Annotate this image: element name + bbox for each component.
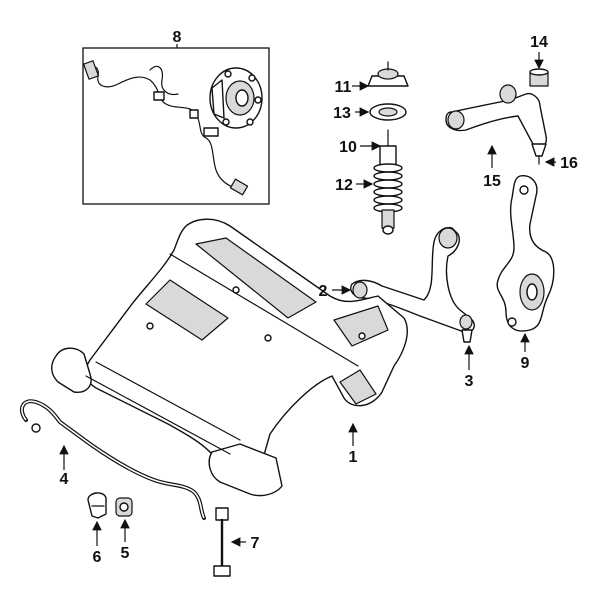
callout-1: 1 [349,449,358,466]
part-6-bracket [87,492,107,519]
hub-bore [235,89,249,107]
part-3-ball-joint [461,329,473,343]
upper-arm-group [445,68,549,165]
part-16-ball-joint [531,143,547,157]
callout-14: 14 [530,34,548,51]
part-5-bushing [115,497,133,517]
part-9-knuckle [496,175,555,332]
callout-8: 8 [173,29,182,46]
sensor-plug [229,178,249,196]
hub-mount [211,79,225,119]
callout-11: 11 [335,79,352,96]
strut-group [367,61,409,235]
part-12-shock [373,163,403,235]
callout-3: 3 [465,373,474,390]
part-7-link [213,507,231,577]
part-10-boot [379,145,397,167]
wire-clip-2 [189,109,199,119]
wire-clip-3 [203,127,219,137]
callout-12: 12 [335,177,353,194]
part-1-crossmember [51,218,408,497]
callout-7: 7 [251,535,260,552]
callout-5: 5 [121,545,130,562]
callout-16: 16 [560,155,578,172]
callout-6: 6 [93,549,102,566]
callout-10: 10 [339,139,357,156]
callout-15: 15 [483,173,501,190]
part-4-stabilizer-bar [19,399,206,520]
frame-front-right [208,443,283,497]
part-2-lower-arm [350,226,475,343]
callout-13: 13 [333,105,351,122]
callout-9: 9 [521,355,530,372]
sensor-wire-branch [149,65,179,96]
wire-clip-1 [153,91,165,101]
frame-front-left [51,347,92,393]
callout-4: 4 [60,471,69,488]
hub-sensor-group [82,47,270,205]
sensor-wire [87,66,239,191]
callout-2: 2 [319,283,328,300]
sensor-connector [82,60,100,80]
